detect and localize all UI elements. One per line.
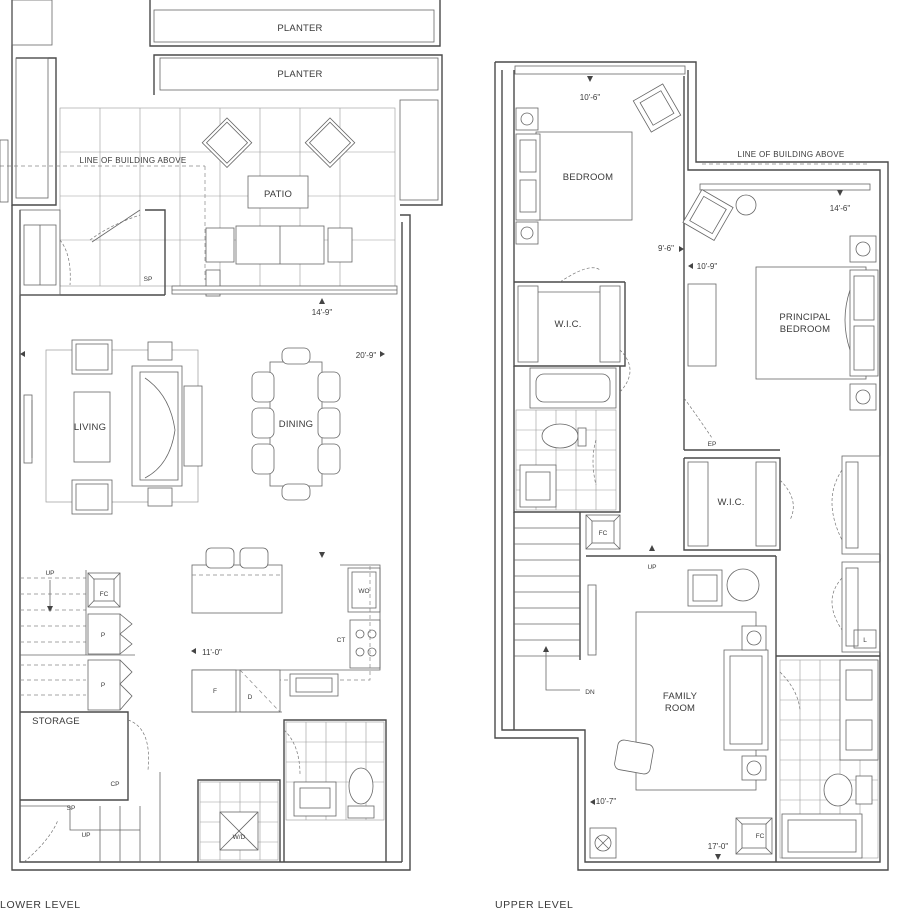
living-dimension: 20'-9" <box>356 351 377 360</box>
furnace-label-upper-1: FC <box>599 530 608 537</box>
living-label: LIVING <box>74 422 106 433</box>
washer-dryer-label: W/D <box>233 834 246 841</box>
bedroom-furniture <box>515 83 682 245</box>
wic-2 <box>683 457 794 551</box>
bathroom-2 <box>779 659 879 859</box>
planter-area <box>11 0 443 206</box>
pantry-label-1: P <box>101 632 105 639</box>
cooktop-label: CT <box>337 637 346 644</box>
cp-label: CP <box>110 781 119 788</box>
living-furniture <box>23 339 203 515</box>
patio-furniture <box>201 117 356 297</box>
dishwasher-label: D <box>248 694 253 701</box>
ep-label: EP <box>708 441 717 448</box>
lower-level-plan: PLANTER PLANTER LINE OF BUILDING ABOVE P… <box>0 0 443 911</box>
storage-label: STORAGE <box>32 716 80 727</box>
upper-walls <box>494 61 889 871</box>
dining-label: DINING <box>279 419 313 430</box>
building-line-label-lower: LINE OF BUILDING ABOVE <box>79 156 186 165</box>
planter-bottom-label: PLANTER <box>277 69 322 80</box>
principal-bedroom-label-line2: BEDROOM <box>780 324 831 335</box>
laundry-powder <box>197 719 387 862</box>
principal-width-dimension: 14'-6" <box>830 204 851 213</box>
upper-stairs <box>513 512 621 730</box>
bedroom-label: BEDROOM <box>563 172 614 183</box>
furnace-label-upper-2: FC <box>756 833 765 840</box>
upper-stair-up-label: UP <box>647 564 656 571</box>
family-height-dimension: 10'-7" <box>596 797 617 806</box>
wic-2-label: W.I.C. <box>717 497 744 508</box>
family-room-label-line1: FAMILY <box>663 691 698 702</box>
building-line-label-upper: LINE OF BUILDING ABOVE <box>737 150 844 159</box>
fridge-label: F <box>213 688 217 695</box>
lower-walls <box>11 205 411 871</box>
family-room-label-line2: ROOM <box>665 703 695 714</box>
lower-level-title: LOWER LEVEL <box>0 899 81 911</box>
principal-height-dimension: 10'-9" <box>697 262 718 271</box>
kitchen-dimension: 11'-0" <box>202 648 222 657</box>
patio-label: PATIO <box>264 189 292 200</box>
planter-top-label: PLANTER <box>277 23 322 34</box>
upper-level-title: UPPER LEVEL <box>495 899 573 911</box>
furnace-label-lower: FC <box>100 591 109 598</box>
dining-furniture <box>251 347 341 501</box>
linen-label: L <box>863 637 867 644</box>
patio-dimension: 14'-9" <box>312 308 333 317</box>
principal-bedroom-furniture <box>682 188 879 439</box>
principal-bedroom-label-line1: PRINCIPAL <box>779 312 830 323</box>
upper-dimension-arrows <box>587 76 843 860</box>
building-line-lower <box>0 139 206 280</box>
stair-down-label: DN <box>585 689 595 696</box>
lower-dimension-arrows <box>20 298 385 654</box>
bedroom-height-dimension: 9'-6" <box>658 244 674 253</box>
sump-pump-label-1: SP <box>144 276 153 283</box>
stair-up-label-1: UP <box>45 570 54 577</box>
bedroom-width-dimension: 10'-6" <box>580 93 601 102</box>
pantry-label-2: P <box>101 682 105 689</box>
wic-1-label: W.I.C. <box>554 319 581 330</box>
family-room-furniture <box>586 555 880 862</box>
wall-oven-label: WO <box>358 588 369 595</box>
upper-labels: LINE OF BUILDING ABOVE BEDROOM PRINCIPAL… <box>495 93 867 911</box>
wic-1 <box>513 267 626 367</box>
stair-up-label-2: UP <box>81 832 90 839</box>
lower-stairs-storage <box>20 570 161 863</box>
family-width-dimension: 17'-0" <box>708 842 729 851</box>
right-closets <box>831 455 881 653</box>
lower-labels: PLANTER PLANTER LINE OF BUILDING ABOVE P… <box>0 23 376 911</box>
bathroom-1 <box>513 349 631 513</box>
kitchen <box>191 547 381 713</box>
upper-level-plan: LINE OF BUILDING ABOVE BEDROOM PRINCIPAL… <box>494 61 889 911</box>
sump-pump-label-2: SP <box>67 805 76 812</box>
